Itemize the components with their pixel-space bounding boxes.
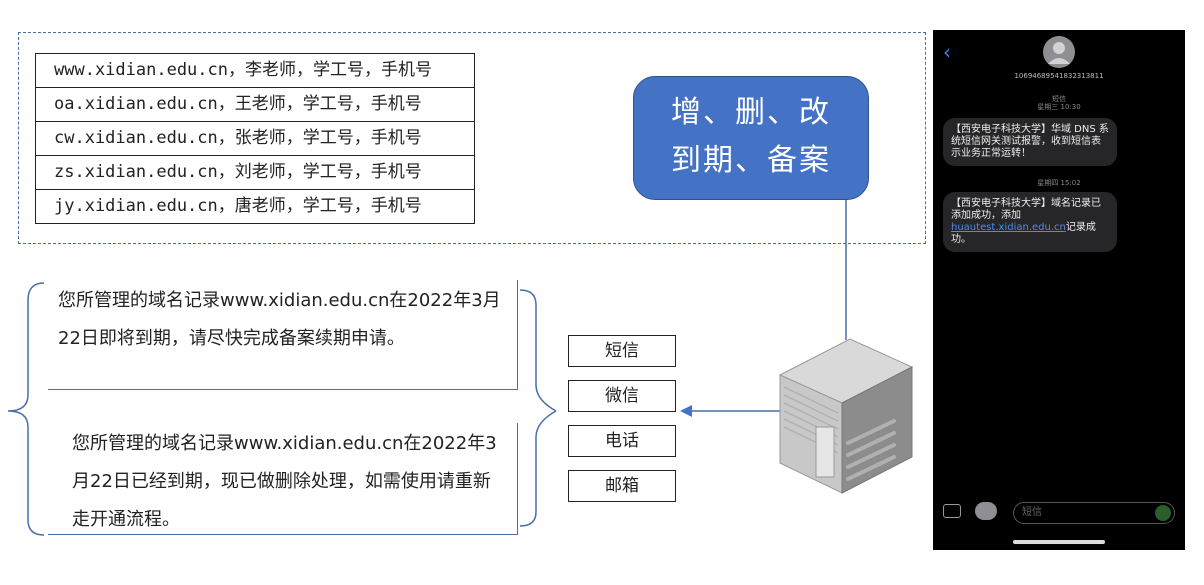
message-2-text: 【西安电子科技大学】域名记录已添加成功，添加	[951, 198, 1101, 221]
operations-line2: 到期、备案	[671, 143, 831, 178]
notice-expired: 您所管理的域名记录www.xidian.edu.cn在2022年3月22日已经到…	[48, 423, 518, 535]
message-2-suffix: 记录成功。	[951, 222, 1096, 245]
channel-email: 邮箱	[568, 470, 676, 502]
notice-upcoming-expiry: 您所管理的域名记录www.xidian.edu.cn在2022年3月22日即将到…	[48, 280, 518, 390]
domain-table: www.xidian.edu.cn，李老师，学工号，手机号 oa.xidian.…	[35, 53, 475, 224]
conversation-type: 短信	[1052, 95, 1066, 103]
domain-row: zs.xidian.edu.cn，刘老师，学工号，手机号	[36, 156, 474, 190]
message-2-link[interactable]: huautest.xidian.edu.cn	[951, 222, 1066, 233]
dashed-region	[18, 32, 926, 244]
send-icon[interactable]	[1155, 505, 1171, 521]
domain-row: www.xidian.edu.cn，李老师，学工号，手机号	[36, 54, 474, 88]
sender-number: 10694689541832313811	[1014, 72, 1104, 80]
back-chevron-icon[interactable]: ‹	[943, 40, 951, 64]
phone-sms-screen: ‹ 10694689541832313811 短信 星期三 10:30 【西安电…	[933, 30, 1185, 550]
app-store-icon[interactable]	[975, 502, 997, 520]
message-input-placeholder: 短信	[1022, 507, 1042, 518]
operations-line1: 增、删、改	[671, 95, 831, 130]
avatar	[1043, 36, 1075, 68]
server-icon	[778, 338, 914, 494]
channel-wechat: 微信	[568, 380, 676, 412]
message-input[interactable]: 短信	[1013, 502, 1175, 524]
timestamp-1: 星期三 10:30	[1037, 103, 1081, 111]
domain-row: oa.xidian.edu.cn，王老师，学工号，手机号	[36, 88, 474, 122]
timestamp-2: 星期四 15:02	[1037, 179, 1081, 187]
camera-icon[interactable]	[943, 504, 961, 518]
operations-box: 增、删、改 到期、备案	[633, 76, 869, 200]
domain-row: jy.xidian.edu.cn，唐老师，学工号，手机号	[54, 196, 422, 216]
channel-phone: 电话	[568, 425, 676, 457]
message-bubble-1: 【西安电子科技大学】华域 DNS 系统短信网关测试报警，收到短信表示业务正常运转…	[943, 118, 1117, 166]
home-indicator	[1013, 540, 1105, 544]
message-bubble-2: 【西安电子科技大学】域名记录已添加成功，添加huautest.xidian.ed…	[943, 192, 1117, 252]
domain-row: cw.xidian.edu.cn，张老师，学工号，手机号	[36, 122, 474, 156]
channel-sms: 短信	[568, 335, 676, 367]
